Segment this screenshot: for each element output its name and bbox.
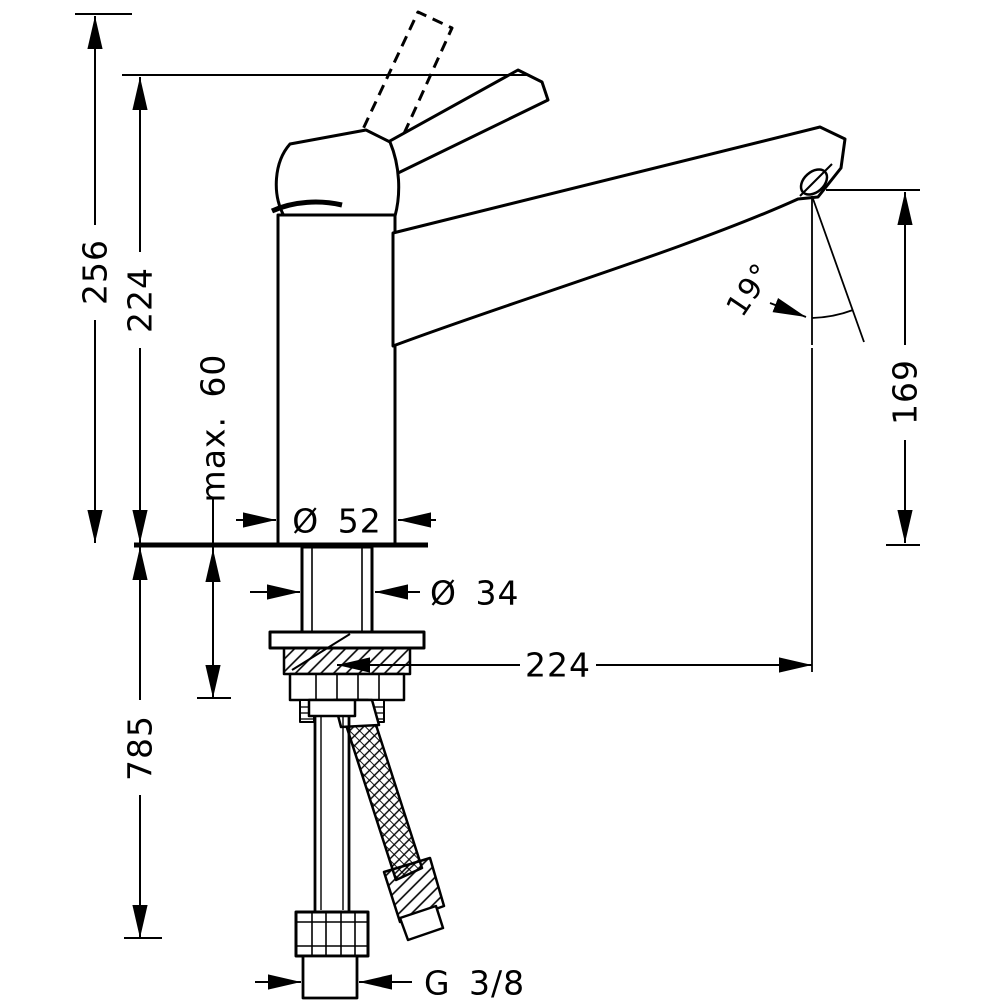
shank xyxy=(300,545,374,634)
dim-label-spout-reach: 224 xyxy=(525,646,591,685)
aerator-face-line xyxy=(799,163,833,197)
dim-label-outlet-height: 169 xyxy=(886,359,925,425)
clamp-washer-hatched xyxy=(282,646,412,676)
connector-nut xyxy=(294,910,370,958)
hose-end-fitting xyxy=(382,856,446,924)
dim-hose-length: 785 xyxy=(121,547,162,939)
dim-shank-diameter: Ø 34 xyxy=(250,574,519,613)
dim-max-mounting-thickness: max. 60 xyxy=(194,354,233,699)
faucet-body xyxy=(276,213,397,547)
dim-spout-reach: 224 xyxy=(337,348,813,685)
dim-label-max-thickness: max. 60 xyxy=(194,354,233,503)
connection-pipe xyxy=(301,954,359,1000)
handle-dome-rim xyxy=(270,199,343,214)
hose-crimp-sleeve xyxy=(307,698,357,718)
dim-label-connection-thread: G 3/8 xyxy=(424,964,525,1000)
dim-label-hose-length: 785 xyxy=(121,715,160,781)
hose-end-nipple xyxy=(398,904,445,942)
section-slash-line xyxy=(291,633,351,671)
dim-connection-thread: G 3/8 xyxy=(255,964,525,1000)
dim-label-shank-diameter: Ø 34 xyxy=(430,574,519,613)
dim-body-diameter: Ø 52 xyxy=(236,502,436,541)
dim-label-stream-angle: 19° xyxy=(720,257,780,323)
mounting-nut xyxy=(288,672,406,702)
handle-dome xyxy=(274,128,401,218)
dimensions: 256 224 max. 60 Ø 52 Ø 34 xyxy=(75,13,925,1000)
angle-arc xyxy=(811,309,854,319)
dim-spout-height: 224 xyxy=(121,74,528,543)
dim-label-body-diameter: Ø 52 xyxy=(292,502,381,541)
lever-handle-open-position-dashed xyxy=(354,10,454,161)
angle-stream-line xyxy=(811,195,865,343)
dim-total-height: 256 xyxy=(75,13,132,543)
angle-leader-arrow xyxy=(769,297,807,318)
dim-label-total-height: 256 xyxy=(76,239,115,305)
dim-outlet-height: 169 xyxy=(826,189,925,546)
faucet-outline xyxy=(134,10,847,1000)
mounting-flange xyxy=(268,630,426,650)
spout xyxy=(391,125,847,348)
dim-label-spout-height: 224 xyxy=(121,267,160,333)
